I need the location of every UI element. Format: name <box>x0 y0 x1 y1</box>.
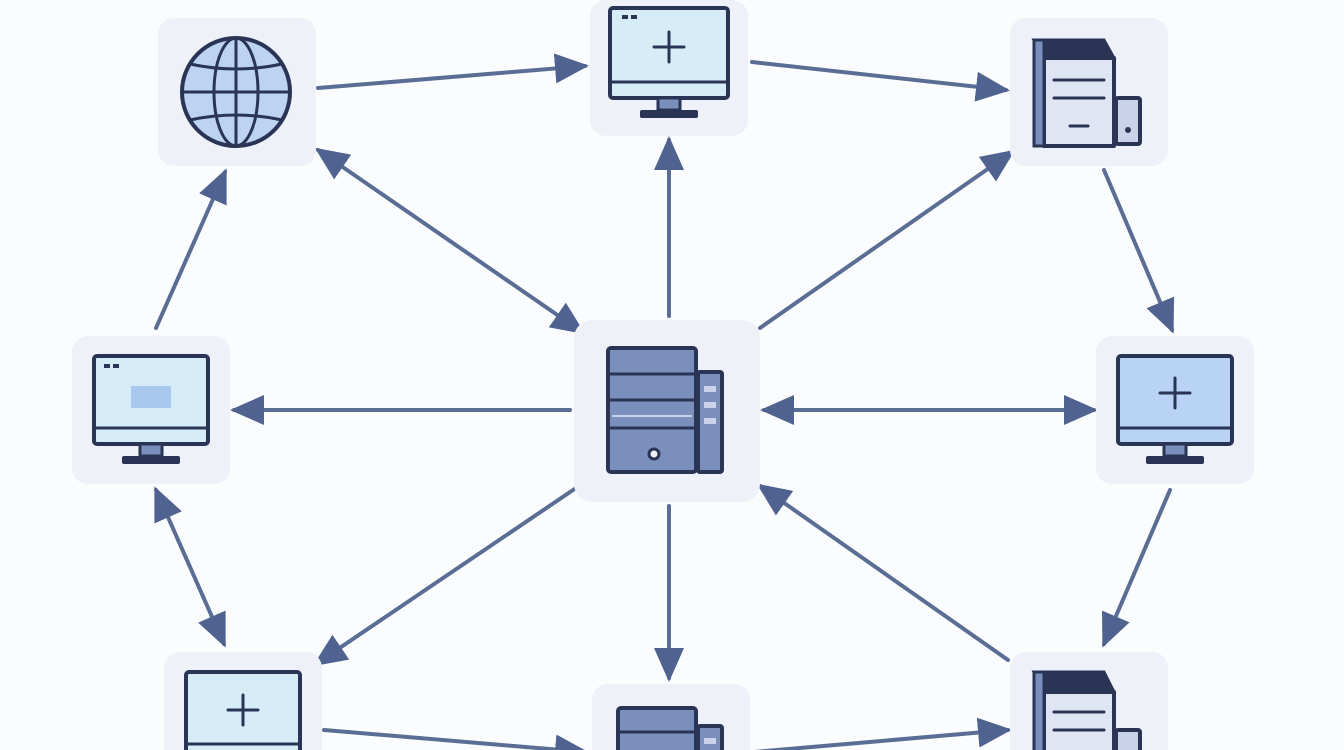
edge-monitor-right-to-server-bottom-right <box>1102 488 1172 648</box>
node-monitor-bottom-left[interactable] <box>164 652 322 750</box>
node-monitor-top[interactable] <box>590 0 748 136</box>
server-rack-icon <box>606 346 724 474</box>
edge-server-bottom-right-to-server-center <box>756 483 1010 662</box>
node-monitor-left[interactable] <box>72 336 230 484</box>
edge-monitor-left-to-monitor-bottom-left <box>154 486 226 648</box>
server-tower-icon <box>1031 38 1142 148</box>
monitor-window-icon <box>92 354 210 464</box>
edge-globe-to-server-center <box>314 147 586 335</box>
node-monitor-right[interactable] <box>1096 336 1254 484</box>
edges-layer <box>154 53 1175 750</box>
edge-monitor-top-to-server-top-right <box>750 60 1010 102</box>
node-globe[interactable] <box>158 18 316 166</box>
edge-monitor-left-to-globe <box>154 168 227 330</box>
node-server-top-right[interactable] <box>1010 18 1168 166</box>
node-server-bottom[interactable] <box>592 684 750 750</box>
globe-icon <box>180 36 292 148</box>
edge-server-center-to-monitor-bottom-left <box>312 486 578 667</box>
monitor-plus-icon <box>1116 354 1234 464</box>
node-server-center[interactable] <box>574 320 760 502</box>
edge-server-top-right-to-monitor-right <box>1102 168 1175 334</box>
node-server-bottom-right[interactable] <box>1010 652 1168 750</box>
monitor-plus-icon <box>608 6 730 118</box>
edge-globe-to-monitor-top <box>316 53 589 90</box>
edge-monitor-bottom-left-to-server-bottom <box>322 728 589 750</box>
monitor-plus-icon <box>184 670 302 750</box>
server-tower-icon <box>1031 670 1142 750</box>
edge-server-bottom-to-server-bottom-right <box>753 717 1012 750</box>
server-rack-icon <box>616 706 724 750</box>
edge-server-center-to-server-top-right <box>758 149 1016 330</box>
